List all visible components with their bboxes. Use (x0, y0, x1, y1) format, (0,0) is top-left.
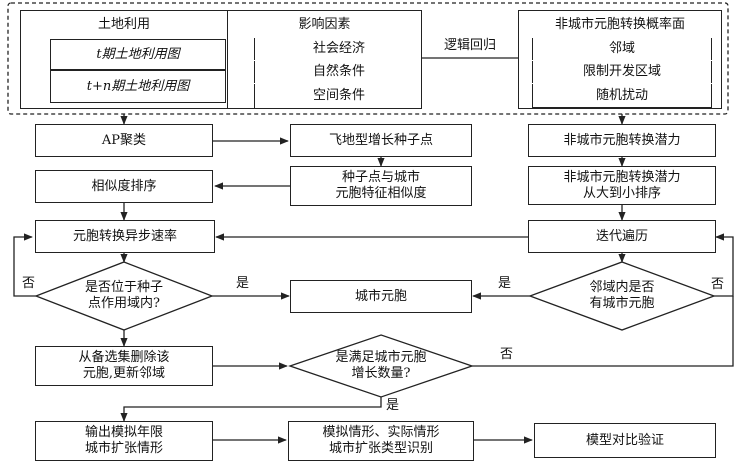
async-label: 元胞转换异步速率 (72, 228, 177, 244)
yes-label-d1: 是 (236, 276, 250, 291)
potential-box: 非城市元胞转换潜力 (528, 124, 716, 157)
factor-natural: 自然条件 (254, 61, 423, 83)
potential-sort-box: 非城市元胞转换潜力 从大到小排序 (528, 166, 716, 205)
similarity-label: 种子点与城市 元胞特征相似度 (335, 170, 427, 201)
potential-sort-label: 非城市元胞转换潜力 从大到小排序 (563, 169, 681, 201)
urban-cell-label: 城市元胞 (354, 288, 407, 304)
in-seed-question-text: 是否位于种子 点作用域内? (84, 280, 163, 311)
factors-title: 影响因素 (298, 17, 351, 32)
output-box: 输出模拟年限 城市扩张情形 (35, 421, 213, 461)
meet-question: 是满足城市元胞 增长数量? (313, 350, 449, 382)
factors-box: 影响因素 (228, 10, 422, 109)
prob-random-label: 随机扰动 (595, 87, 648, 103)
sort-similarity-box: 相似度排序 (35, 170, 213, 203)
urban-cell-box: 城市元胞 (290, 280, 472, 313)
output-label: 输出模拟年限 城市扩张情形 (84, 425, 163, 456)
iterate-box: 迭代遍历 (528, 220, 716, 253)
prob-random: 随机扰动 (532, 84, 712, 108)
factor-socio-label: 社会经济 (312, 41, 365, 56)
neighbor-question: 邻域内是否 有城市元胞 (562, 280, 682, 312)
no-label-left: 否 (22, 276, 36, 291)
yes-label-d3: 是 (386, 398, 400, 413)
diamond-in-seed-shape (34, 261, 214, 331)
loop-no-left (13, 233, 36, 297)
yes-label-d2: 是 (498, 276, 512, 291)
diamond-meet-shape (287, 334, 475, 398)
seed-box: 飞地型增长种子点 (290, 124, 472, 157)
prob-restricted-label: 限制开发区域 (582, 64, 661, 79)
factor-socio: 社会经济 (254, 38, 423, 60)
in-seed-question: 是否位于种子 点作用域内? (60, 280, 188, 312)
neighbor-question-text: 邻域内是否 有城市元胞 (589, 280, 655, 311)
meet-question-text: 是满足城市元胞 增长数量? (335, 350, 427, 381)
similarity-box: 种子点与城市 元胞特征相似度 (290, 166, 472, 206)
arrow-d3-output (120, 397, 382, 422)
factor-spatial-label: 空间条件 (312, 88, 365, 103)
validate-label: 模型对比验证 (585, 432, 664, 448)
delete-label: 从备选集删除该 元胞,更新邻域 (78, 350, 170, 381)
validate-box: 模型对比验证 (534, 423, 716, 458)
map-t-label: t期土地利用图 (96, 46, 180, 62)
probability-box: 非城市元胞转换概率面 (518, 10, 722, 109)
map-t-box: t期土地利用图 (50, 39, 226, 70)
potential-label: 非城市元胞转换潜力 (563, 132, 681, 148)
loop-no-right (714, 233, 734, 297)
identify-label: 模拟情形、实际情形 城市扩张类型识别 (322, 425, 440, 456)
map-tn-box: t+n期土地利用图 (50, 70, 226, 103)
input-frame (7, 2, 729, 115)
diamond-neighbor-shape (528, 261, 716, 331)
sort-similarity-label: 相似度排序 (91, 178, 157, 194)
iterate-label: 迭代遍历 (595, 228, 648, 244)
map-tn-label: t+n期土地利用图 (86, 78, 190, 94)
factor-spatial: 空间条件 (254, 84, 423, 108)
factor-natural-label: 自然条件 (312, 64, 365, 79)
delete-box: 从备选集删除该 元胞,更新邻域 (35, 346, 213, 386)
seed-label: 飞地型增长种子点 (328, 132, 433, 148)
land-use-title: 土地利用 (97, 17, 150, 32)
ap-cluster-label: AP聚类 (101, 132, 147, 148)
probability-title: 非城市元胞转换概率面 (554, 17, 685, 32)
async-box: 元胞转换异步速率 (35, 220, 215, 253)
prob-restricted: 限制开发区域 (532, 61, 712, 83)
identify-box: 模拟情形、实际情形 城市扩张类型识别 (288, 421, 474, 461)
prob-neighborhood-label: 邻域 (608, 41, 635, 56)
loop-no-d3 (472, 296, 734, 367)
regression-label: 逻辑回归 (444, 38, 497, 53)
no-label-d3: 否 (500, 347, 514, 362)
no-label-right: 否 (711, 277, 725, 292)
prob-neighborhood: 邻域 (532, 38, 712, 60)
ap-cluster-box: AP聚类 (35, 124, 213, 157)
